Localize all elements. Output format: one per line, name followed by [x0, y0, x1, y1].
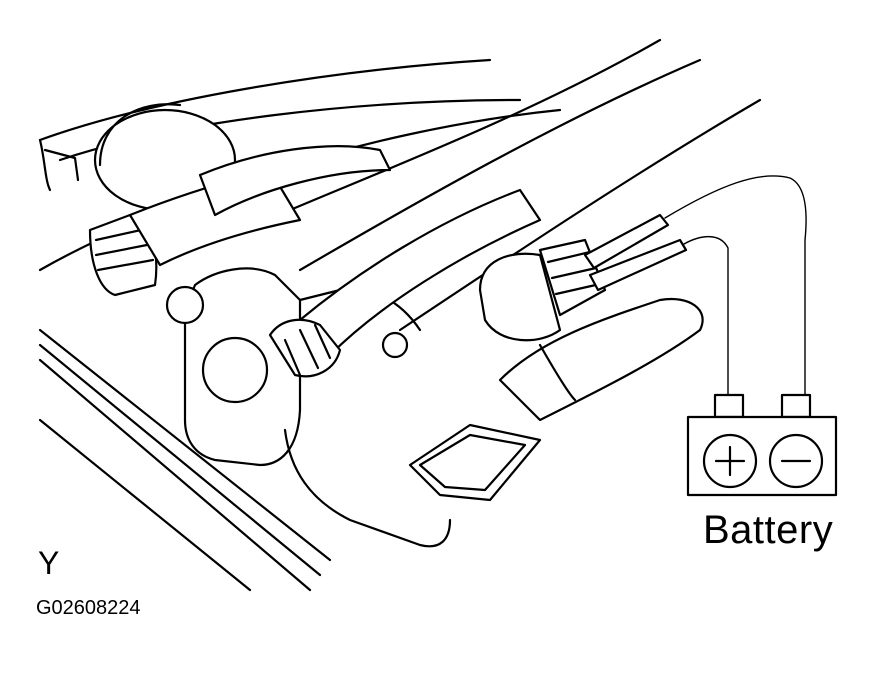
test-leads — [583, 175, 807, 396]
battery — [686, 393, 838, 497]
left-injector — [38, 103, 392, 325]
figure-code: G02608224 — [36, 597, 141, 619]
right-injector — [408, 238, 704, 502]
plus-icon — [714, 445, 746, 477]
fuel-rail — [201, 188, 542, 404]
battery-label: Battery — [703, 508, 834, 552]
view-letter: Y — [38, 545, 60, 581]
